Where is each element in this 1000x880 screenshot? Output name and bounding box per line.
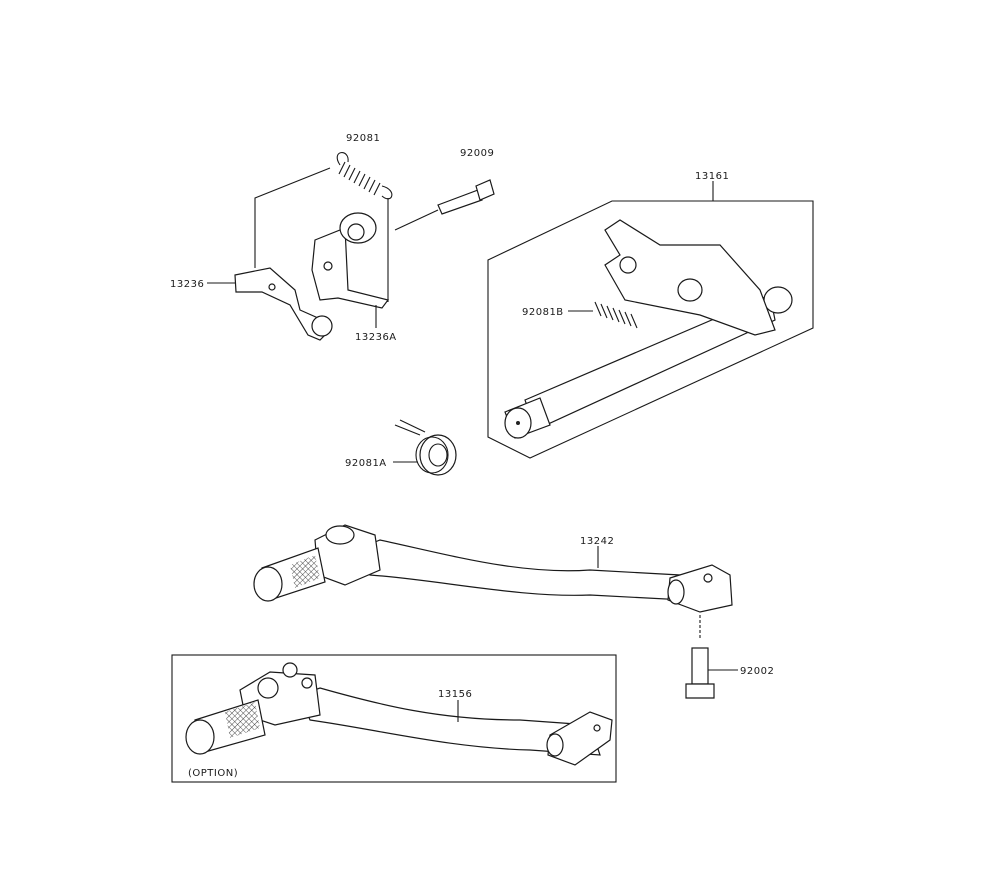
- label-92081A: 92081A: [345, 458, 387, 469]
- label-92002: 92002: [740, 666, 774, 677]
- label-13236A: 13236A: [355, 332, 397, 343]
- label-13161: 13161: [695, 171, 729, 182]
- bolt-92009: [394, 179, 495, 231]
- bolt-92002: [685, 615, 738, 699]
- label-92081: 92081: [346, 133, 380, 144]
- option-box: [171, 654, 617, 783]
- label-92009: 92009: [460, 148, 494, 159]
- spring-92081A: [393, 419, 457, 476]
- label-92081B: 92081B: [522, 307, 564, 318]
- shift-shaft-assembly: [487, 181, 814, 459]
- option-label: (OPTION): [188, 768, 238, 779]
- spring-92081: [254, 152, 393, 302]
- lever-13236: [207, 267, 333, 341]
- bracket-13236A: [311, 212, 390, 309]
- label-13156: 13156: [438, 689, 472, 700]
- label-13236: 13236: [170, 279, 204, 290]
- label-13242: 13242: [580, 536, 614, 547]
- shift-pedal-13242: [253, 524, 733, 613]
